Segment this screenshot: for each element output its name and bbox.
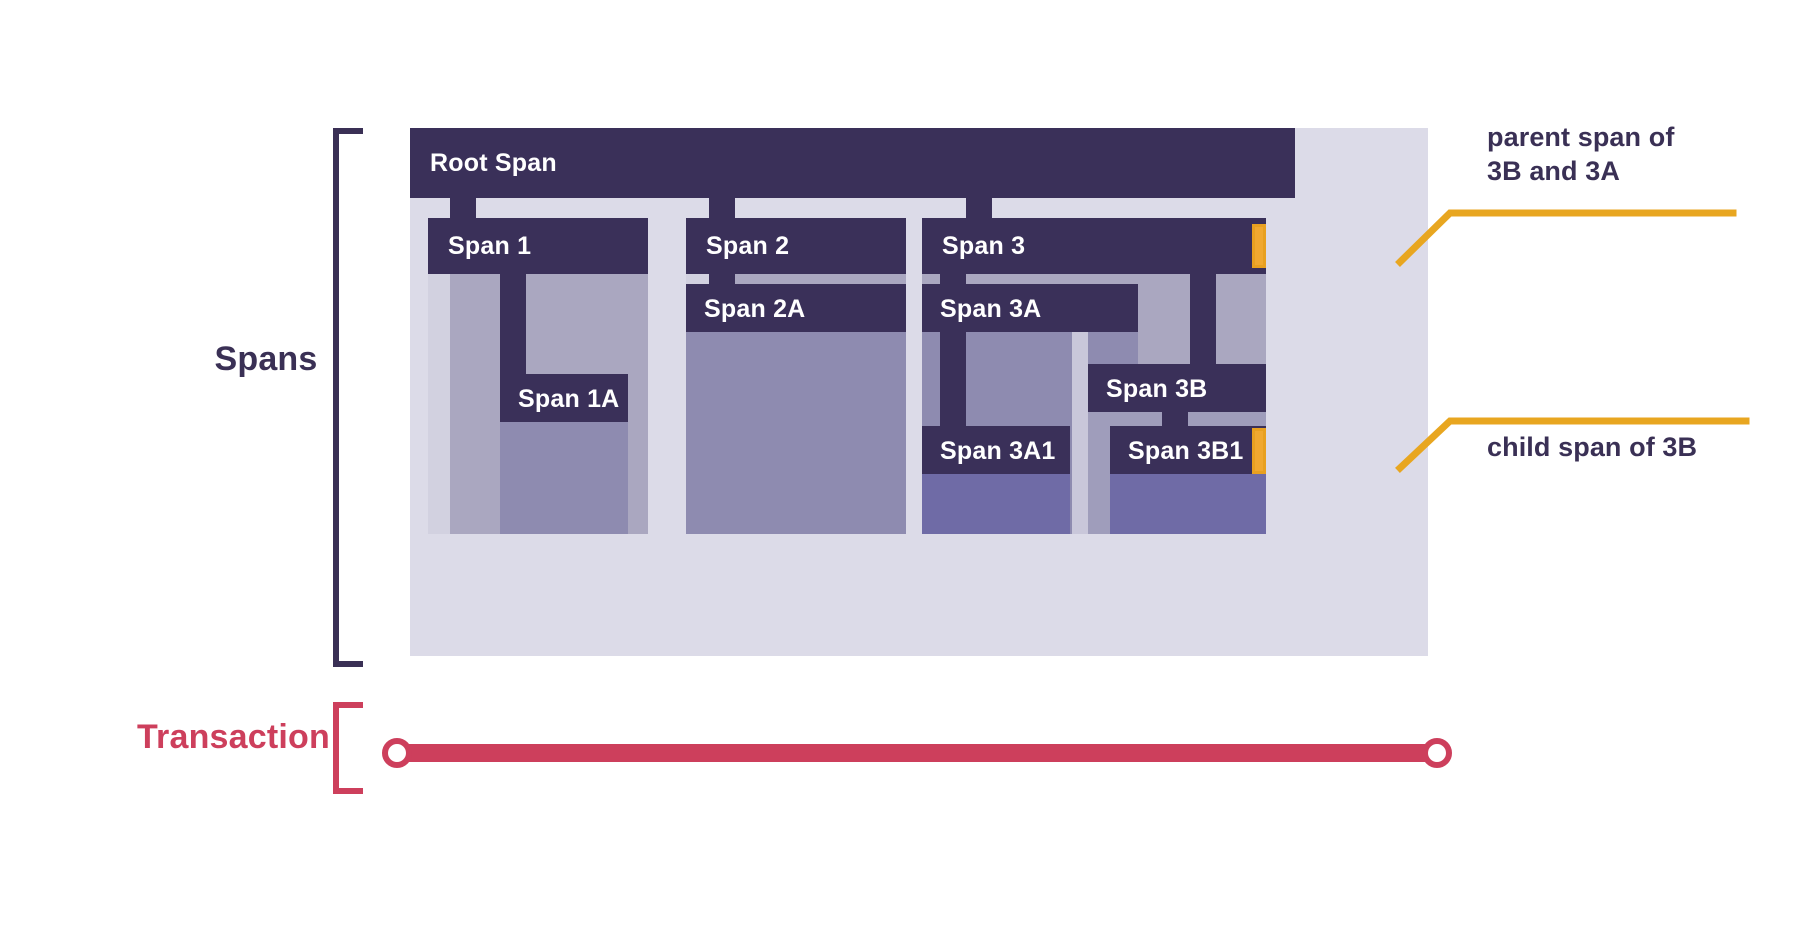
callout-parent-span-line2: 3B and 3A xyxy=(1487,156,1620,187)
span-label-span2a: Span 2A xyxy=(704,294,806,323)
transaction-bracket xyxy=(333,702,363,794)
span-label-span1a: Span 1A xyxy=(518,384,620,413)
marker-child-span-3b1[interactable] xyxy=(1252,428,1266,474)
span-label-span1: Span 1 xyxy=(448,231,532,260)
span-label-span3b1: Span 3B1 xyxy=(1128,436,1244,465)
span-label-span3b: Span 3B xyxy=(1106,374,1208,403)
spans-group-label: Spans xyxy=(214,340,318,378)
callout-child-span: child span of 3B xyxy=(1487,430,1787,464)
span-bar-span2a[interactable]: Span 2A xyxy=(686,284,906,334)
marker-parent-span-3[interactable] xyxy=(1252,224,1266,268)
span-label-span3a: Span 3A xyxy=(940,294,1042,323)
span-body-span2a xyxy=(686,332,906,534)
span-bar-span3b1[interactable]: Span 3B1 xyxy=(1110,426,1266,476)
span-bar-span1a[interactable]: Span 1A xyxy=(500,374,628,424)
span-label-span3a1: Span 3A1 xyxy=(940,436,1056,465)
callout-parent-span: parent span of 3B and 3A xyxy=(1487,120,1767,188)
callout-child-span-line1: child span of 3B xyxy=(1487,432,1698,462)
span-body-span3a1 xyxy=(922,474,1070,534)
connector-span3a-to-span3a1 xyxy=(940,332,966,438)
span-bar-span3[interactable]: Span 3 xyxy=(922,218,1266,274)
span-bar-span3b[interactable]: Span 3B xyxy=(1088,364,1266,414)
span-label-span3: Span 3 xyxy=(942,231,1026,260)
span-bar-span3a[interactable]: Span 3A xyxy=(922,284,1138,334)
transaction-end-marker[interactable] xyxy=(1422,738,1452,768)
transaction-bar[interactable] xyxy=(400,744,1430,762)
span-bar-span3a1[interactable]: Span 3A1 xyxy=(922,426,1070,476)
span-label-root: Root Span xyxy=(430,148,557,177)
span-label-span2: Span 2 xyxy=(706,231,790,260)
span-bar-span1[interactable]: Span 1 xyxy=(428,218,648,274)
transaction-start-marker[interactable] xyxy=(382,738,412,768)
callout-parent-span-line1: parent span of xyxy=(1487,122,1675,152)
span-lane-3b-left xyxy=(1072,332,1088,534)
span-body-span3b1 xyxy=(1110,474,1266,534)
span-bar-span2[interactable]: Span 2 xyxy=(686,218,906,274)
transaction-group-label: Transaction xyxy=(136,718,330,756)
spans-bracket xyxy=(333,128,363,667)
span-body-span1a xyxy=(500,422,628,534)
span-bar-root[interactable]: Root Span xyxy=(410,128,1295,198)
spans-canvas: Root Span Span 1 Span 1A Span 2 Span xyxy=(410,128,1428,656)
